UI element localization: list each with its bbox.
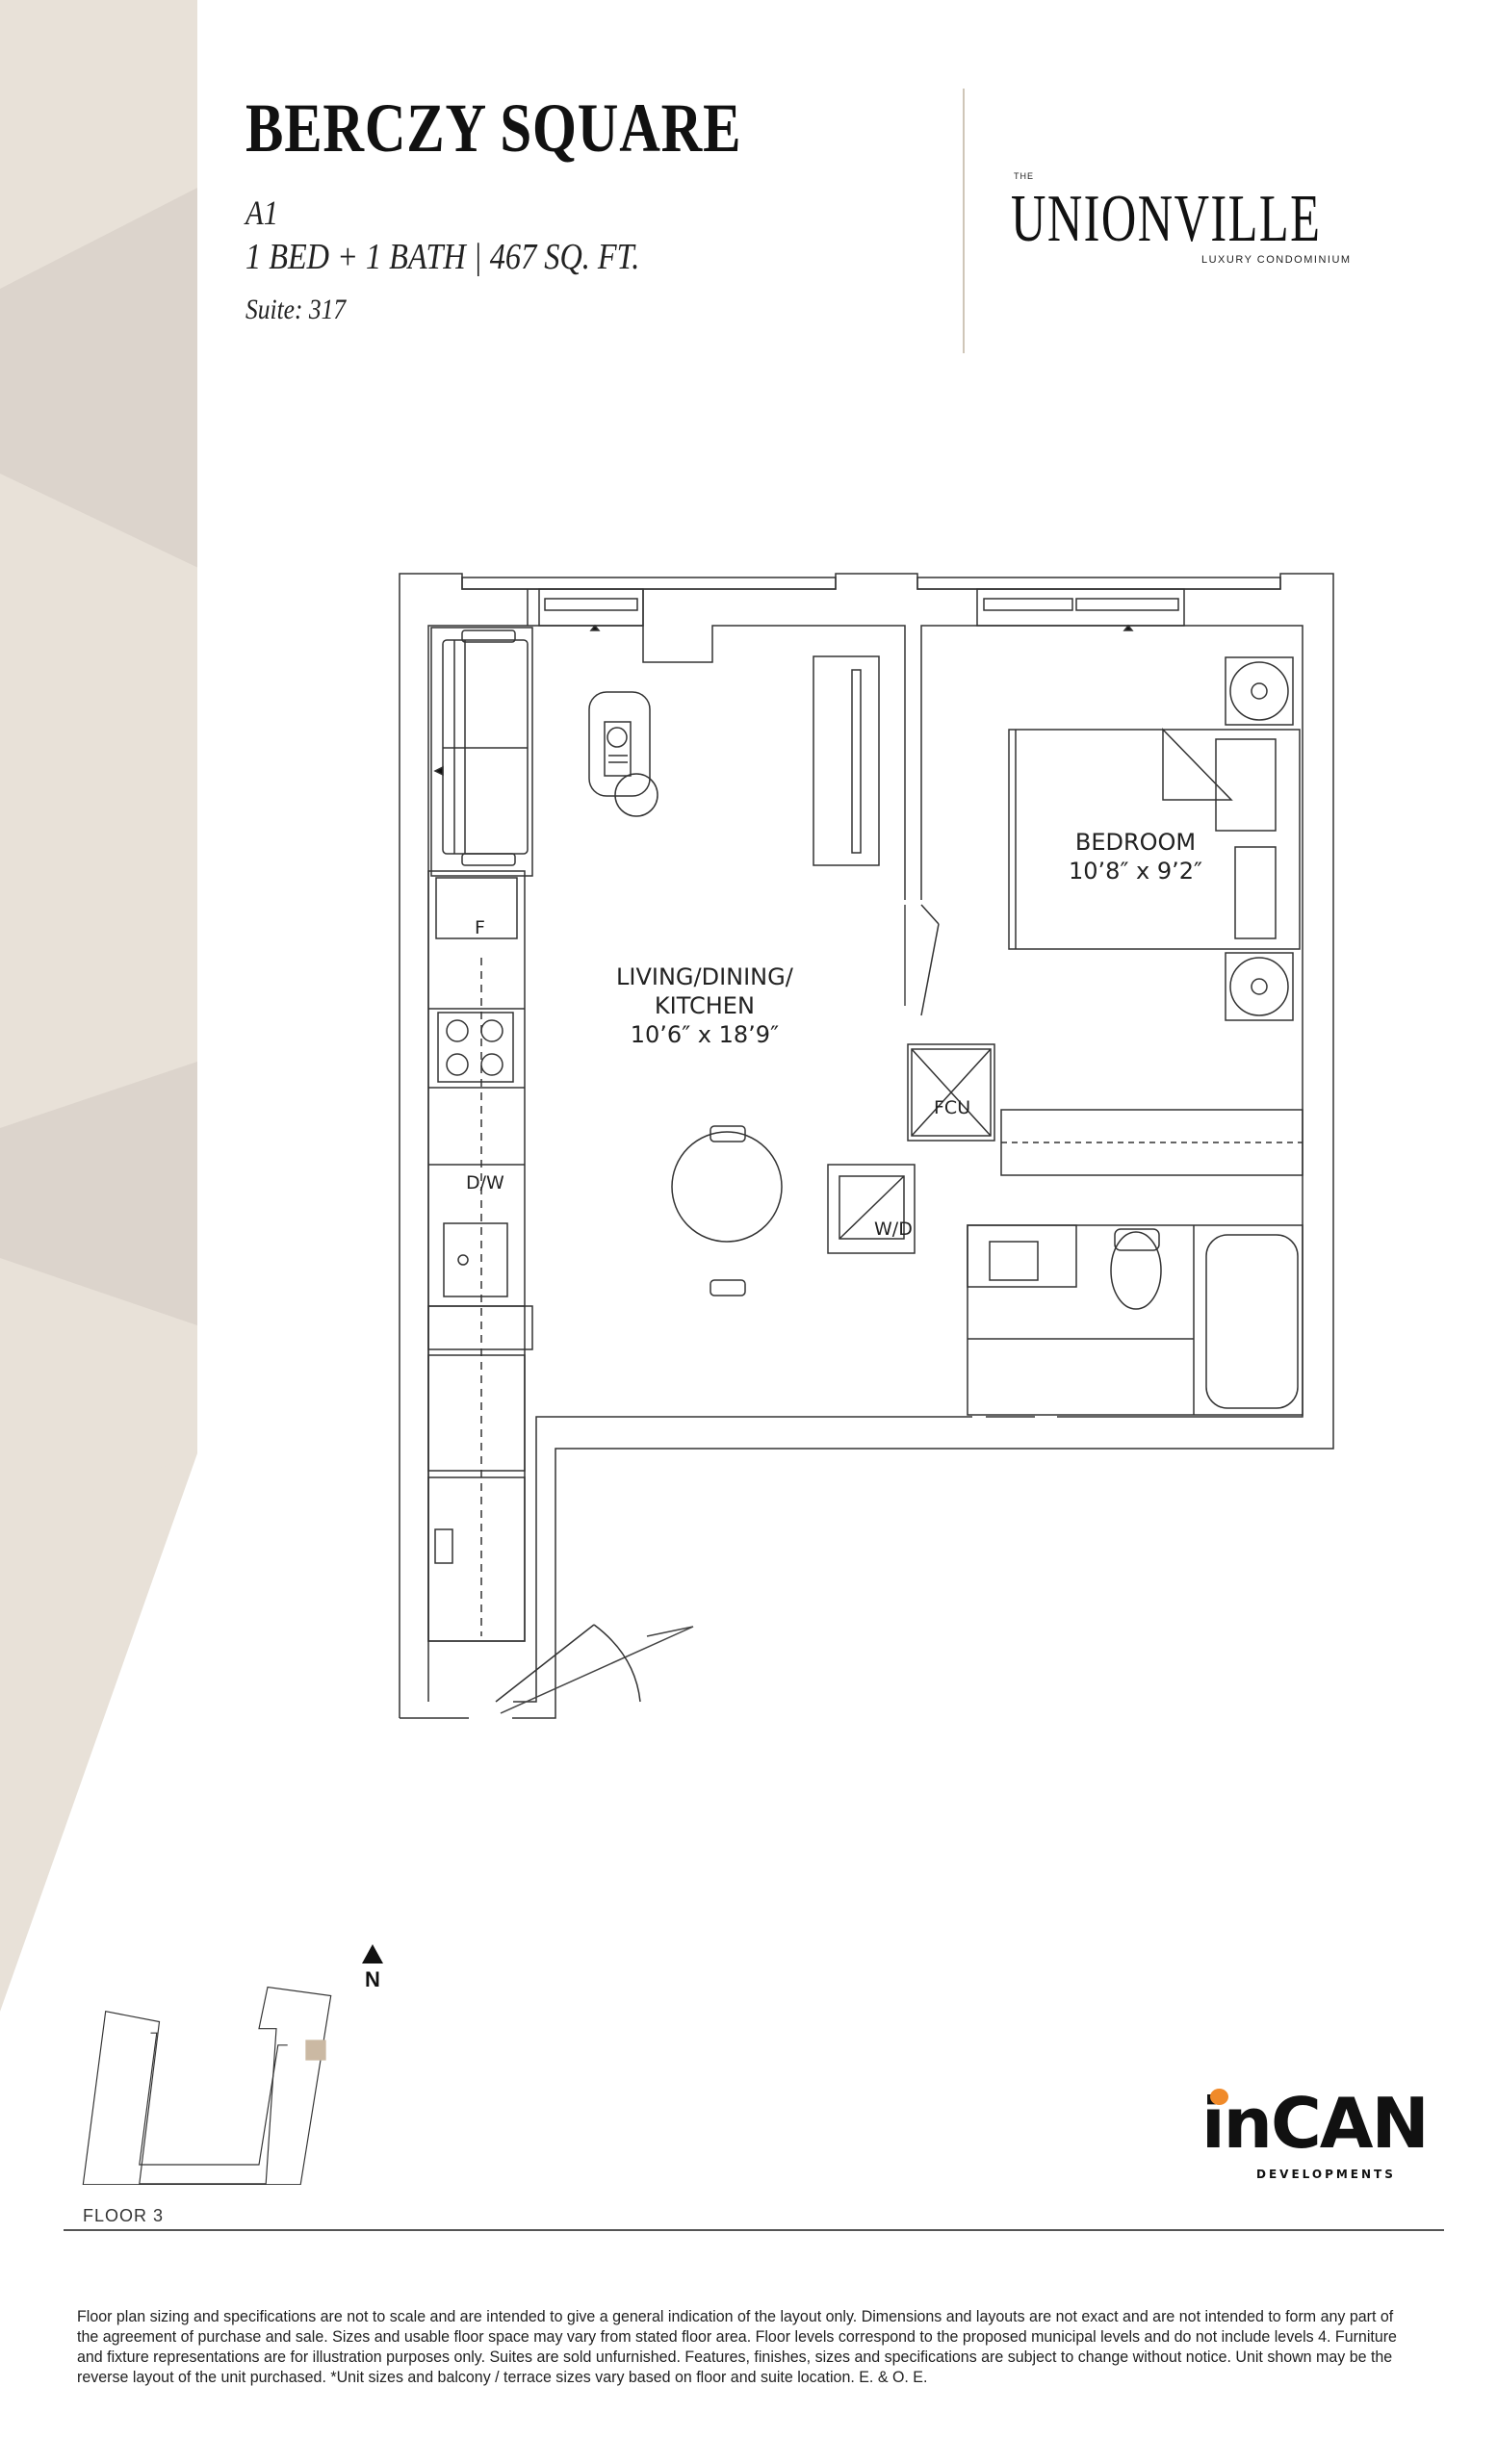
logo-name: UNIONVILLE (1011, 182, 1322, 256)
washer-dryer-label: W/D (874, 1219, 913, 1240)
unit-model: A1 (245, 193, 278, 232)
header-divider (963, 89, 965, 353)
fridge-label: F (475, 917, 485, 938)
north-arrow-icon (362, 1944, 383, 1964)
dishwasher-label: D/W (466, 1172, 504, 1194)
logo-prefix: THE (1014, 171, 1034, 181)
room-name: LIVING/DINING/ (616, 963, 793, 990)
logo-dot-icon (1210, 2089, 1228, 2105)
project-title: BERCZY SQUARE (245, 90, 742, 167)
key-plan-drawing (82, 1986, 332, 2185)
floor-label: FLOOR 3 (83, 2206, 165, 2225)
suite-number: Suite: 317 (245, 294, 347, 325)
unit-summary: 1 BED + 1 BATH | 467 SQ. FT. (245, 237, 640, 277)
room-dimensions: 10’8″ x 9’2″ (1069, 858, 1202, 885)
incan-name: inCAN (1201, 2083, 1430, 2164)
fcu-label: FCU (934, 1097, 971, 1118)
footer-divider (64, 2229, 1444, 2231)
logo-tagline: LUXURY CONDOMINIUM (1201, 254, 1352, 266)
room-dimensions: 10’6″ x 18’9″ (630, 1021, 780, 1048)
room-name: BEDROOM (1074, 829, 1197, 856)
living-dining-kitchen-label: LIVING/DINING/ KITCHEN 10’6″ x 18’9″ (616, 962, 793, 1049)
room-name-continued: KITCHEN (654, 992, 755, 1019)
incan-wordmark: inCAN (1201, 2089, 1430, 2158)
disclaimer-text: Floor plan sizing and specifications are… (77, 2307, 1397, 2386)
north-label: N (365, 1967, 380, 1991)
decorative-side-band (0, 0, 202, 2040)
north-arrow: N (358, 1944, 387, 1992)
bedroom-label: BEDROOM 10’8″ x 9’2″ (1069, 828, 1202, 886)
incan-logo: inCAN DEVELOPMENTS (1201, 2089, 1430, 2181)
incan-subtitle: DEVELOPMENTS (1256, 2168, 1396, 2181)
